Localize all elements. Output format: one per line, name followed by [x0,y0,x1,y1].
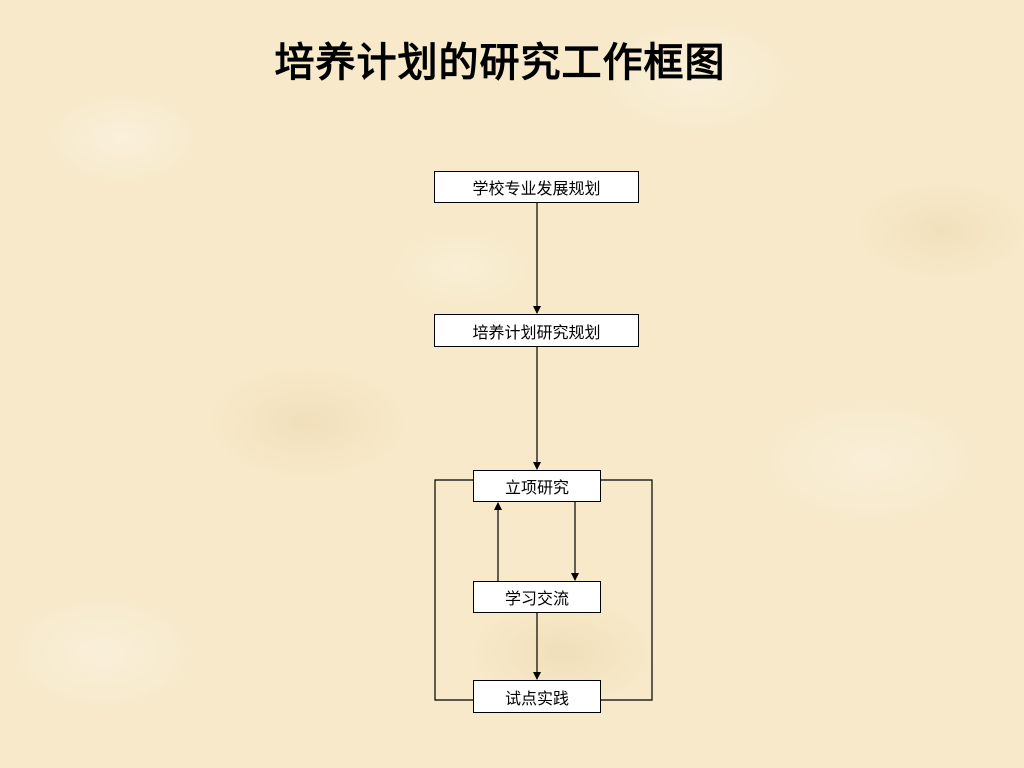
node-project-research: 立项研究 [473,470,601,502]
diagram-title: 培养计划的研究工作框图 [274,39,726,86]
node-school-development-plan: 学校专业发展规划 [434,171,639,203]
loop-left-connector [434,479,473,701]
node-pilot-practice: 试点实践 [473,680,601,713]
node-learning-exchange: 学习交流 [473,581,601,613]
loop-right-connector [601,479,653,701]
node-curriculum-research-plan: 培养计划研究规划 [434,314,639,347]
